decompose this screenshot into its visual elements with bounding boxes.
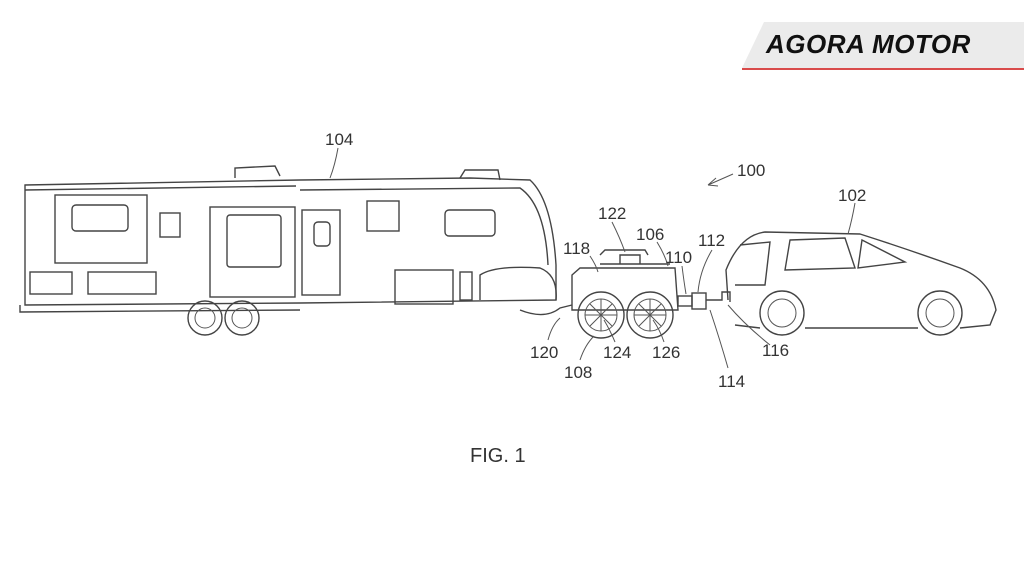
label-112: 112 <box>698 231 725 250</box>
figure-caption: FIG. 1 <box>470 445 526 467</box>
tow-vehicle <box>725 231 997 336</box>
label-104: 104 <box>325 130 353 149</box>
label-110: 110 <box>665 248 692 267</box>
label-122: 122 <box>598 204 626 223</box>
label-102: 102 <box>838 186 866 205</box>
label-106: 106 <box>636 225 664 244</box>
label-124: 124 <box>603 343 631 362</box>
logo-text: AGORA MOTOR <box>766 29 971 59</box>
label-120: 120 <box>530 343 558 362</box>
label-118: 118 <box>563 239 590 258</box>
label-100: 100 <box>737 161 765 180</box>
label-126: 126 <box>652 343 680 362</box>
travel-trailer <box>19 165 573 336</box>
dolly <box>571 249 731 339</box>
label-114: 114 <box>718 372 745 391</box>
label-116: 116 <box>762 341 789 360</box>
agora-motor-logo: AGORA MOTOR <box>742 22 1024 70</box>
label-108: 108 <box>564 363 592 382</box>
leader-lines <box>329 147 856 369</box>
